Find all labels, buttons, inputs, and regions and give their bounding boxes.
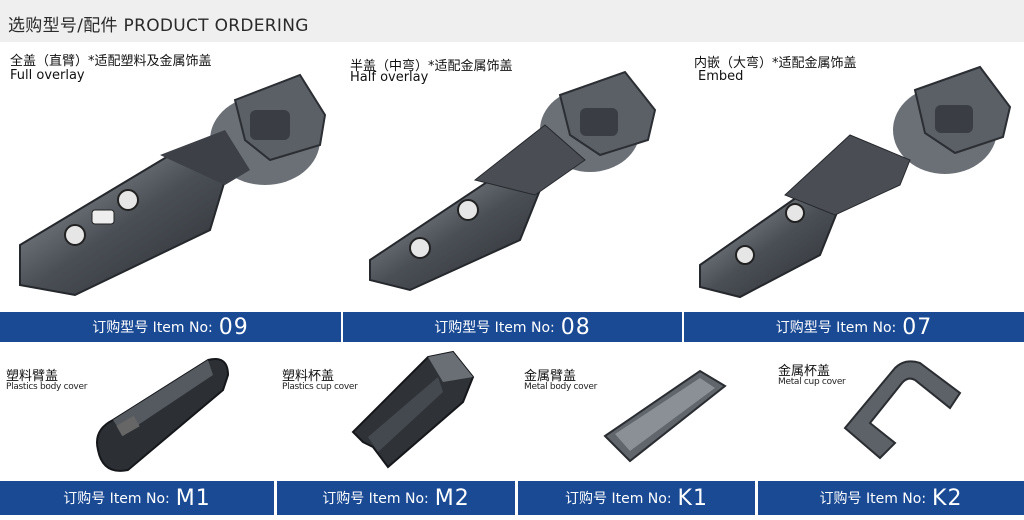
- cover-m2-name-en: Plastics cup cover: [282, 382, 358, 392]
- cover-k2-name-cn: 金属杯盖: [778, 364, 831, 379]
- item-code: K2: [932, 485, 963, 511]
- page-title: 选购型号/配件 PRODUCT ORDERING: [8, 16, 309, 36]
- item-code: 07: [902, 314, 933, 340]
- metal-body-cover-image: [603, 369, 727, 463]
- plastic-cup-cover-image: [351, 350, 475, 469]
- hinge-07-name-cn: 内嵌（大弯）*适配金属饰盖: [694, 56, 857, 71]
- cover-k2-name-en: Metal cup cover: [778, 377, 846, 387]
- item-no-label: 订购型号 Item No:: [775, 320, 897, 336]
- cover-m2-name-cn: 塑料杯盖: [282, 369, 335, 384]
- item-no-label: 订购号 Item No:: [63, 491, 170, 507]
- item-code: M2: [434, 485, 470, 511]
- hinge-image: [369, 70, 657, 292]
- cover-k1-name-en: Metal body cover: [524, 382, 598, 392]
- item-bar-m1: 订购号 Item No: M1: [0, 481, 274, 515]
- item-code: M1: [175, 485, 211, 511]
- hinge-09-name-en: Full overlay: [10, 68, 85, 83]
- item-code: K1: [677, 485, 708, 511]
- hinge-image: [19, 73, 327, 297]
- item-no-label: 订购号 Item No:: [819, 491, 927, 507]
- item-bar-08: 订购型号 Item No: 08: [343, 312, 682, 342]
- item-no-label: 订购型号 Item No:: [92, 320, 213, 336]
- item-no-label: 订购号 Item No:: [565, 491, 672, 507]
- item-code: 08: [560, 314, 591, 340]
- metal-cup-cover-image: [843, 360, 962, 460]
- item-code: 09: [218, 314, 249, 340]
- section-header: 选购型号/配件 PRODUCT ORDERING: [0, 0, 1024, 42]
- item-bar-m2: 订购号 Item No: M2: [277, 481, 515, 515]
- hinge-09-name-cn: 全盖（直臂）*适配塑料及金属饰盖: [10, 54, 212, 69]
- hinge-image: [699, 65, 1012, 299]
- item-bar-07: 订购型号 Item No: 07: [684, 312, 1024, 342]
- cover-m1-name-en: Plastics body cover: [6, 382, 88, 392]
- item-bar-09: 订购型号 Item No: 09: [0, 312, 341, 342]
- item-bar-k1: 订购号 Item No: K1: [518, 481, 755, 515]
- plastic-body-cover-image: [96, 358, 230, 472]
- cover-k1-name-cn: 金属臂盖: [524, 369, 577, 384]
- item-bar-k2: 订购号 Item No: K2: [758, 481, 1024, 515]
- hinge-08-name-cn: 半盖（中弯）*适配金属饰盖: [350, 59, 513, 74]
- item-no-label: 订购号 Item No:: [322, 491, 429, 507]
- item-no-label: 订购型号 Item No:: [434, 320, 555, 336]
- hinge-08-name-en: Half overlay: [350, 70, 429, 85]
- hinge-07-name-en: Embed: [698, 69, 744, 84]
- cover-m1-name-cn: 塑料臂盖: [6, 369, 59, 384]
